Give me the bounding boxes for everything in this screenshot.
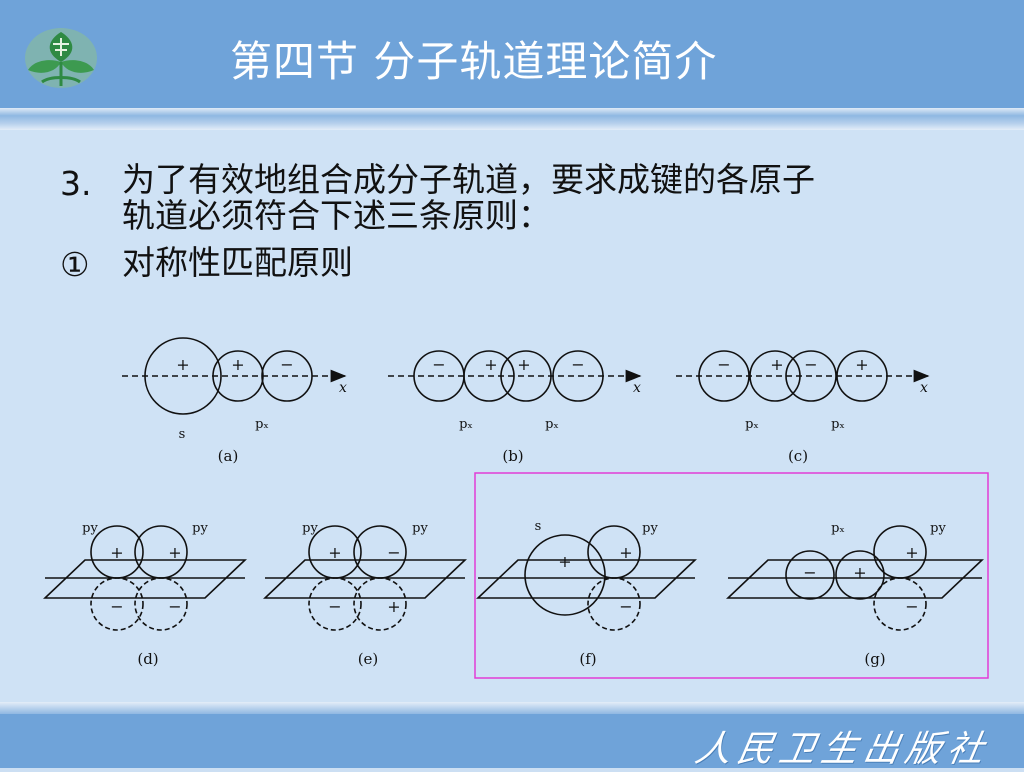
sign: + <box>855 355 868 374</box>
sign: + <box>484 355 497 374</box>
orbital-label: s <box>179 427 186 442</box>
sign: + <box>558 552 571 571</box>
footer-bar <box>0 714 1024 768</box>
header-bar <box>0 0 1024 108</box>
logo-icon <box>20 22 102 98</box>
orbital-label: py <box>302 521 318 536</box>
sign: − <box>280 355 293 374</box>
orbital-label: py <box>192 521 208 536</box>
orbital-label: pₓ <box>255 417 269 432</box>
sign: + <box>387 597 400 616</box>
sign: + <box>176 355 189 374</box>
panel-f <box>475 525 698 631</box>
sign: − <box>571 355 584 374</box>
caption-c: (c) <box>788 447 808 465</box>
axis-label-b: x <box>633 380 641 396</box>
header-divider <box>0 108 1024 130</box>
sign: − <box>803 563 816 582</box>
axis-label-a: x <box>339 380 347 396</box>
axis-label-c: x <box>920 380 928 396</box>
panel-c <box>676 350 930 402</box>
caption-a: (a) <box>218 447 239 465</box>
caption-f: (f) <box>579 650 596 668</box>
sign: − <box>905 597 918 616</box>
sign: + <box>231 355 244 374</box>
orbital-label: pₓ <box>831 521 845 536</box>
panel-d <box>42 525 248 631</box>
orbital-label: s <box>535 519 542 534</box>
panel-g <box>725 525 985 631</box>
orbital-label: py <box>930 521 946 536</box>
orbital-label: pₓ <box>545 417 559 432</box>
sign: − <box>168 597 181 616</box>
caption-e: (e) <box>358 650 379 668</box>
item-number-3: 3. <box>60 164 92 203</box>
sign: − <box>804 355 817 374</box>
sign: − <box>619 597 632 616</box>
orbital-label: pₓ <box>831 417 845 432</box>
highlight-box <box>474 472 989 679</box>
sign: + <box>110 543 123 562</box>
sign: − <box>110 597 123 616</box>
panel-b <box>388 350 642 402</box>
orbital-label: pₓ <box>459 417 473 432</box>
caption-b: (b) <box>502 447 523 465</box>
sign: + <box>905 543 918 562</box>
sign: + <box>619 543 632 562</box>
footer-divider <box>0 702 1024 714</box>
sign: + <box>328 543 341 562</box>
item-number-1: ① <box>60 245 90 284</box>
orbital-label: pₓ <box>745 417 759 432</box>
caption-g: (g) <box>864 650 885 668</box>
sign: − <box>432 355 445 374</box>
caption-d: (d) <box>137 650 158 668</box>
item3-text-line2: 轨道必须符合下述三条原则： <box>122 196 551 235</box>
sign: − <box>717 355 730 374</box>
page-title: 第四节 分子轨道理论简介 <box>230 37 718 86</box>
item3-text-line1: 为了有效地组合成分子轨道，要求成键的各原子 <box>122 160 815 199</box>
sign: + <box>168 543 181 562</box>
sign: − <box>387 543 400 562</box>
item1-text: 对称性匹配原则 <box>122 243 353 282</box>
orbital-label: py <box>412 521 428 536</box>
panel-e <box>262 525 468 631</box>
sign: − <box>328 597 341 616</box>
orbital-label: py <box>82 521 98 536</box>
orbital-label: py <box>642 521 658 536</box>
sign: + <box>517 355 530 374</box>
publisher-logo: 人民卫生出版社 <box>691 729 993 770</box>
content-area <box>0 130 1024 702</box>
sign: + <box>853 563 866 582</box>
panel-a <box>122 337 347 415</box>
sign: + <box>770 355 783 374</box>
